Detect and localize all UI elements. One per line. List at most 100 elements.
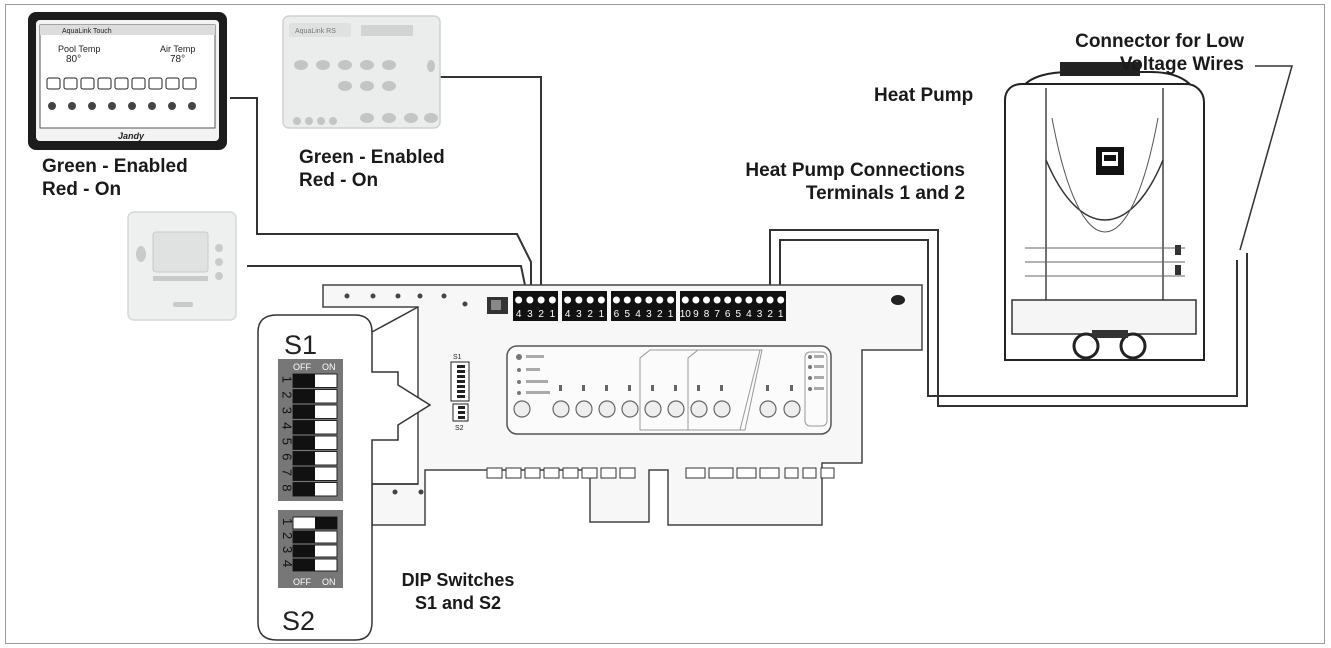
dip-switch-number: 4 — [279, 422, 294, 429]
panel-status-line2: Red - On — [299, 170, 379, 191]
terminal-screw — [681, 296, 689, 304]
board-holes — [344, 293, 468, 495]
terminal-number: 10 — [680, 309, 692, 320]
s2-on-label: ON — [322, 577, 336, 587]
leader-connector — [1239, 65, 1293, 251]
s2-label: S2 — [282, 606, 315, 636]
terminal-number: 1 — [550, 309, 556, 320]
heat-pump-label: Heat Pump — [874, 85, 974, 106]
dip-switch-number: 3 — [279, 407, 294, 414]
dip-switch-number: 2 — [280, 532, 295, 539]
terminal-number: 5 — [736, 309, 742, 320]
heat-pump-connections-line2: Terminals 1 and 2 — [805, 183, 965, 204]
s1-off-label: OFF — [293, 362, 311, 372]
panel-buttons — [293, 60, 438, 125]
panel-brand: AquaLink RS — [295, 28, 336, 35]
aqualink-rs-panel: AquaLink RS — [282, 15, 441, 129]
touch-brand: AquaLink Touch — [62, 28, 112, 35]
dip-switch-number: 6 — [279, 453, 294, 460]
terminal-screw — [515, 296, 523, 304]
terminal-screw — [586, 296, 594, 304]
wire-wall-panel — [438, 76, 542, 290]
terminal-number: 4 — [565, 309, 571, 320]
terminal-number: 3 — [646, 309, 652, 320]
dip-switch-toggle — [293, 420, 315, 434]
connector-line1: Connector for Low — [1075, 31, 1244, 52]
dip-switches-line2: S1 and S2 — [414, 593, 502, 613]
dip-switch-toggle — [293, 559, 315, 571]
terminal-screw — [756, 296, 763, 304]
wires — [230, 65, 1293, 407]
terminal-number: 4 — [635, 309, 641, 320]
terminal-screw — [526, 296, 534, 304]
touch-buttons — [46, 77, 197, 90]
terminal-screw — [745, 296, 753, 304]
terminal-screw — [597, 296, 605, 304]
terminal-screw — [656, 296, 664, 304]
dip-switches-label: DIP Switches S1 and S2 — [388, 569, 528, 615]
diagram-border — [5, 4, 1325, 644]
connector-line2: Voltage Wires — [1119, 54, 1244, 75]
terminal-screw — [766, 296, 774, 304]
control-board: S1 S2 — [322, 284, 923, 526]
s1-on-label: ON — [322, 362, 336, 372]
terminal-number: 1 — [599, 309, 605, 320]
terminal-number: 7 — [714, 309, 720, 320]
terminal-screw — [612, 296, 620, 304]
terminal-number: 5 — [624, 309, 630, 320]
terminal-screw — [713, 296, 721, 304]
dip-switches-line1: DIP Switches — [401, 570, 515, 590]
touch-icons — [48, 102, 196, 110]
terminal-number: 3 — [757, 309, 763, 320]
board-buttons — [513, 400, 801, 418]
board-s1-mark: S1 — [453, 354, 462, 361]
heat-pump-connections-label: Heat Pump Connections Terminals 1 and 2 — [705, 159, 965, 205]
connector-label: Connector for Low Voltage Wires — [1000, 30, 1244, 76]
touch-status-label: Green - Enabled Red - On — [42, 155, 188, 201]
terminal-screw — [564, 296, 572, 304]
s2-off-label: OFF — [293, 577, 311, 587]
touch-air-temp-label: Air Temp — [160, 44, 195, 54]
dip-switch-toggle — [293, 545, 315, 557]
touch-pool-temp-label: Pool Temp — [58, 44, 100, 54]
wire-heat-pump-b — [779, 239, 1238, 397]
heat-pump-unit — [1004, 62, 1205, 361]
touch-status-line2: Red - On — [42, 179, 122, 200]
wire-heat-pump-a — [769, 229, 1248, 407]
terminal-screw — [703, 296, 710, 304]
terminal-number: 1 — [668, 309, 674, 320]
terminal-number: 1 — [778, 309, 784, 320]
dip-switch-toggle — [293, 405, 315, 419]
terminal-screw — [575, 296, 583, 304]
dip-switch-toggle — [293, 482, 315, 496]
terminal-number: 3 — [576, 309, 582, 320]
dip-switch-toggle — [293, 374, 315, 388]
touch-air-temp: 78° — [170, 54, 185, 65]
dip-switch-number: 8 — [279, 484, 294, 491]
thermostat-controller — [127, 211, 237, 321]
dip-switch-number: 4 — [280, 560, 295, 567]
dip-switch-toggle — [293, 436, 315, 450]
terminal-number: 8 — [704, 309, 710, 320]
terminal-screw — [667, 296, 675, 304]
terminal-screw — [623, 296, 631, 304]
wire-thermostat — [247, 265, 527, 291]
dip-switch-number: 1 — [280, 518, 295, 525]
dip-switch-toggle — [293, 451, 315, 465]
terminal-number: 2 — [767, 309, 773, 320]
aqualink-touch-device: AquaLink Touch Pool Temp 80° Air Temp 78… — [28, 12, 227, 150]
terminal-screw — [724, 296, 732, 304]
s1-label: S1 — [284, 330, 317, 360]
dip-switch-toggle — [293, 389, 315, 403]
dip-switch-number: 3 — [280, 546, 295, 553]
terminal-number: 2 — [538, 309, 544, 320]
panel-status-label: Green - Enabled Red - On — [299, 146, 445, 192]
terminal-number: 9 — [693, 309, 699, 320]
dip-switch-number: 1 — [279, 376, 294, 383]
touch-logo: Jandy — [118, 131, 145, 141]
dip-switch-number: 5 — [279, 438, 294, 445]
